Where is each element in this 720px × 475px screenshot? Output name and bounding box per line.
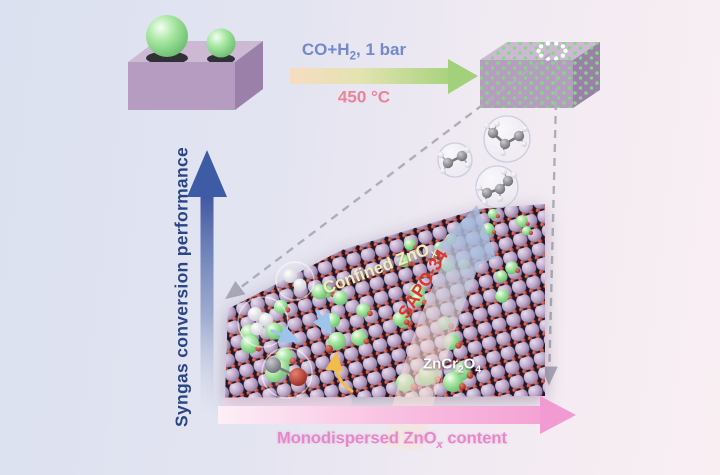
feed-arrow: [290, 59, 478, 94]
co-carbon-atom: [265, 357, 281, 373]
performance-axis-arrow: [187, 150, 227, 415]
feed-conditions-label: CO+H2, 1 bar: [301, 40, 407, 63]
feed-arrowhead-icon: [448, 59, 478, 94]
temperature-label: 450 °C: [337, 87, 391, 107]
h-atom: [250, 322, 264, 336]
co-oxygen-atom: [289, 368, 307, 386]
large-zno-particle: [146, 15, 188, 57]
reaction-path-arrow: [382, 205, 496, 451]
particle-socket: [146, 51, 188, 65]
particle-socket: [207, 54, 235, 64]
right-arrowhead-icon: [540, 396, 576, 434]
small-zno-particle: [206, 28, 236, 58]
y-axis-text: Syngas conversion performance: [171, 146, 192, 428]
y-axis-label: Syngas conversion performance: [171, 146, 192, 428]
olefin-bubble: [475, 165, 519, 209]
adsorption-arrow-icon: [312, 309, 332, 336]
bulk-catalyst-box: [128, 15, 263, 110]
up-arrowhead-icon: [187, 150, 227, 197]
zoom-dashed-line: [225, 53, 551, 300]
zno-site: [328, 332, 346, 350]
h2-molecule: [293, 278, 307, 292]
h-atom: [259, 313, 273, 327]
olefin-bubbles: [437, 115, 531, 209]
dispersed-catalyst-box: [480, 41, 600, 108]
zoom-dashed-line: [540, 59, 559, 386]
olefin-bubble: [437, 142, 473, 178]
spillover-arrow-icon: [325, 351, 354, 393]
surface-mechanism: [237, 261, 354, 399]
olefin-bubble: [483, 115, 531, 163]
adsorption-arrow-icon: [270, 325, 301, 344]
x-axis-label: Monodispersed ZnOx content: [277, 429, 507, 452]
content-axis-arrow: [218, 396, 576, 434]
surface-reflection: [222, 397, 352, 406]
h2-molecule: [283, 269, 297, 283]
zoom-callout-lines: [225, 53, 559, 386]
oxygen-atom: [325, 345, 333, 353]
h-atom: [248, 307, 262, 321]
zncr2o4-label: ZnCr2O4: [422, 355, 482, 376]
